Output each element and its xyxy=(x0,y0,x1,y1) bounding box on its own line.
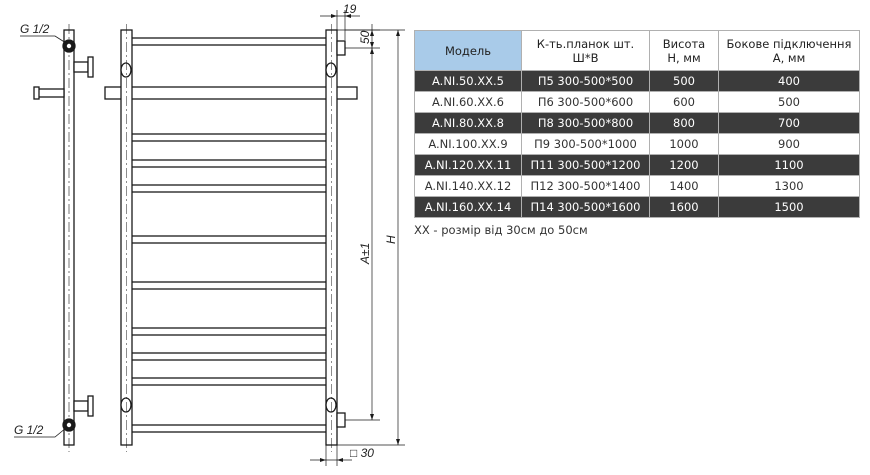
front-view xyxy=(104,29,358,446)
cell-model: A.NI.100.XX.9 xyxy=(414,133,522,155)
cell-bars: П11 300-500*1200 xyxy=(521,154,650,176)
cell-height: 1600 xyxy=(649,196,719,218)
cell-bars: П5 300-500*500 xyxy=(521,70,650,92)
cell-bars: П12 300-500*1400 xyxy=(521,175,650,197)
dimension-offset-label: 19 xyxy=(343,2,357,16)
dimension-height-label: H xyxy=(384,235,398,244)
cell-model: A.NI.160.XX.14 xyxy=(414,196,522,218)
connection-label-top: G 1/2 xyxy=(20,22,50,36)
dimension-top-label: 50 xyxy=(358,30,372,44)
header-bars: К-ть.планок шт.Ш*В xyxy=(521,30,650,71)
cell-height: 600 xyxy=(649,91,719,113)
cell-side-connection: 1300 xyxy=(718,175,860,197)
cell-model: A.NI.120.XX.11 xyxy=(414,154,522,176)
cell-model: A.NI.60.XX.6 xyxy=(414,91,522,113)
header-model: Модель xyxy=(414,30,522,71)
cell-side-connection: 1500 xyxy=(718,196,860,218)
cell-height: 1200 xyxy=(649,154,719,176)
cell-side-connection: 900 xyxy=(718,133,860,155)
front-view-centerlines xyxy=(126,24,332,452)
dimension-side-label: A±1 xyxy=(358,243,372,265)
cell-bars: П8 300-500*800 xyxy=(521,112,650,134)
cell-side-connection: 1100 xyxy=(718,154,860,176)
cell-height: 1400 xyxy=(649,175,719,197)
side-view xyxy=(33,24,94,452)
cell-side-connection: 700 xyxy=(718,112,860,134)
connection-label-bottom: G 1/2 xyxy=(14,423,44,437)
cell-height: 500 xyxy=(649,70,719,92)
dimension-profile-label: □ 30 xyxy=(350,446,374,460)
cell-model: A.NI.50.XX.5 xyxy=(414,70,522,92)
cell-bars: П9 300-500*1000 xyxy=(521,133,650,155)
cell-side-connection: 500 xyxy=(718,91,860,113)
cell-model: A.NI.140.XX.12 xyxy=(414,175,522,197)
cell-bars: П6 300-500*600 xyxy=(521,91,650,113)
size-note: XX - розмір від 30см до 50см xyxy=(414,223,588,237)
cell-side-connection: 400 xyxy=(718,70,860,92)
cell-model: A.NI.80.XX.8 xyxy=(414,112,522,134)
cell-bars: П14 300-500*1600 xyxy=(521,196,650,218)
dimension-arrows xyxy=(320,14,400,462)
cell-height: 800 xyxy=(649,112,719,134)
dimension-lines xyxy=(310,10,405,466)
connection-leaders xyxy=(14,35,67,438)
cell-height: 1000 xyxy=(649,133,719,155)
